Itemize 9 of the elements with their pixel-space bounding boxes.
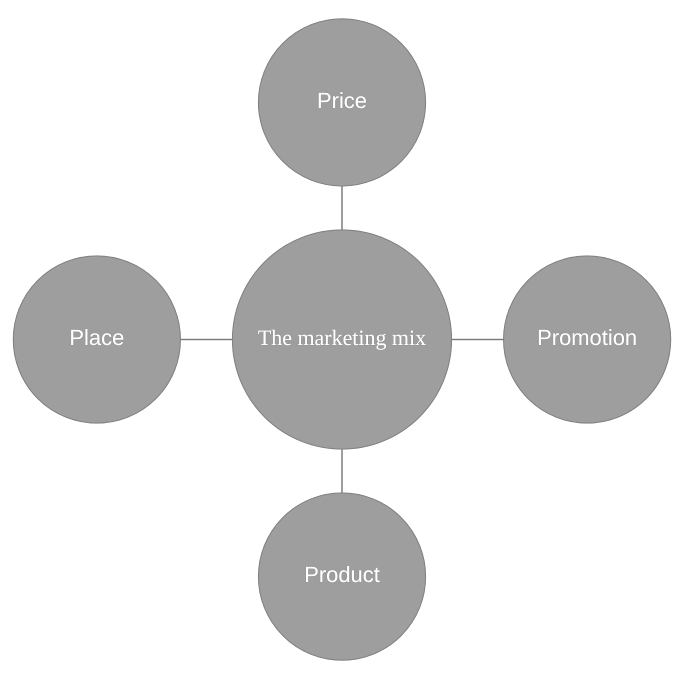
- node-circle: The marketing mix: [232, 228, 452, 450]
- node-circle: Place: [12, 254, 182, 424]
- connector: [341, 186, 343, 230]
- node-circle: Promotion: [502, 254, 672, 424]
- connector: [452, 338, 504, 340]
- node-circle: Product: [258, 492, 426, 660]
- connector: [180, 338, 232, 340]
- connector: [341, 448, 343, 492]
- node-circle: Price: [258, 18, 426, 186]
